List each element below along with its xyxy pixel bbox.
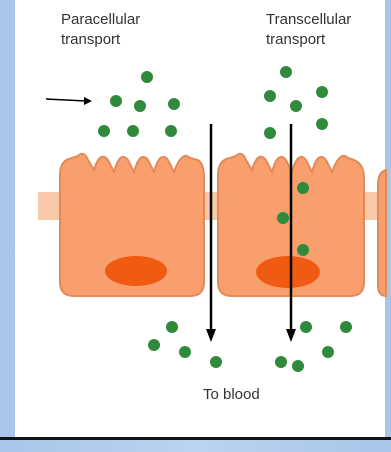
particle	[165, 125, 177, 137]
transcellular-label: Transcellular transport	[266, 10, 351, 50]
particle	[110, 95, 122, 107]
transcellular-arrow-head	[286, 329, 296, 342]
particle	[98, 125, 110, 137]
particle	[316, 86, 328, 98]
entry-arrow-line	[46, 99, 86, 101]
particle	[264, 90, 276, 102]
particle	[316, 118, 328, 130]
particles-lumen-left	[98, 71, 180, 137]
particle	[264, 127, 276, 139]
particle	[297, 244, 309, 256]
nucleus-2	[256, 256, 320, 288]
particle	[290, 100, 302, 112]
particle	[166, 321, 178, 333]
particle	[168, 98, 180, 110]
particle	[300, 321, 312, 333]
paracellular-arrow-head	[206, 329, 216, 342]
particle	[280, 66, 292, 78]
particle	[275, 356, 287, 368]
paracellular-label-line2: transport	[61, 30, 140, 50]
junction-left	[38, 192, 62, 220]
particles-blood-right	[275, 321, 352, 372]
particle	[127, 125, 139, 137]
paracellular-label: Paracellular transport	[61, 10, 140, 50]
transcellular-label-line1: Transcellular	[266, 10, 351, 30]
particle	[292, 360, 304, 372]
transcellular-label-line2: transport	[266, 30, 351, 50]
particle	[340, 321, 352, 333]
particles-lumen-right	[264, 66, 328, 139]
epithelial-cell-3-partial	[378, 170, 386, 296]
particle	[322, 346, 334, 358]
particle	[297, 182, 309, 194]
particle	[141, 71, 153, 83]
particle	[148, 339, 160, 351]
paracellular-label-line1: Paracellular	[61, 10, 140, 30]
to-blood-label: To blood	[203, 385, 260, 405]
particle	[277, 212, 289, 224]
particle	[210, 356, 222, 368]
particle	[179, 346, 191, 358]
entry-arrow-head	[84, 97, 92, 105]
nucleus-1	[105, 256, 167, 286]
particle	[134, 100, 146, 112]
